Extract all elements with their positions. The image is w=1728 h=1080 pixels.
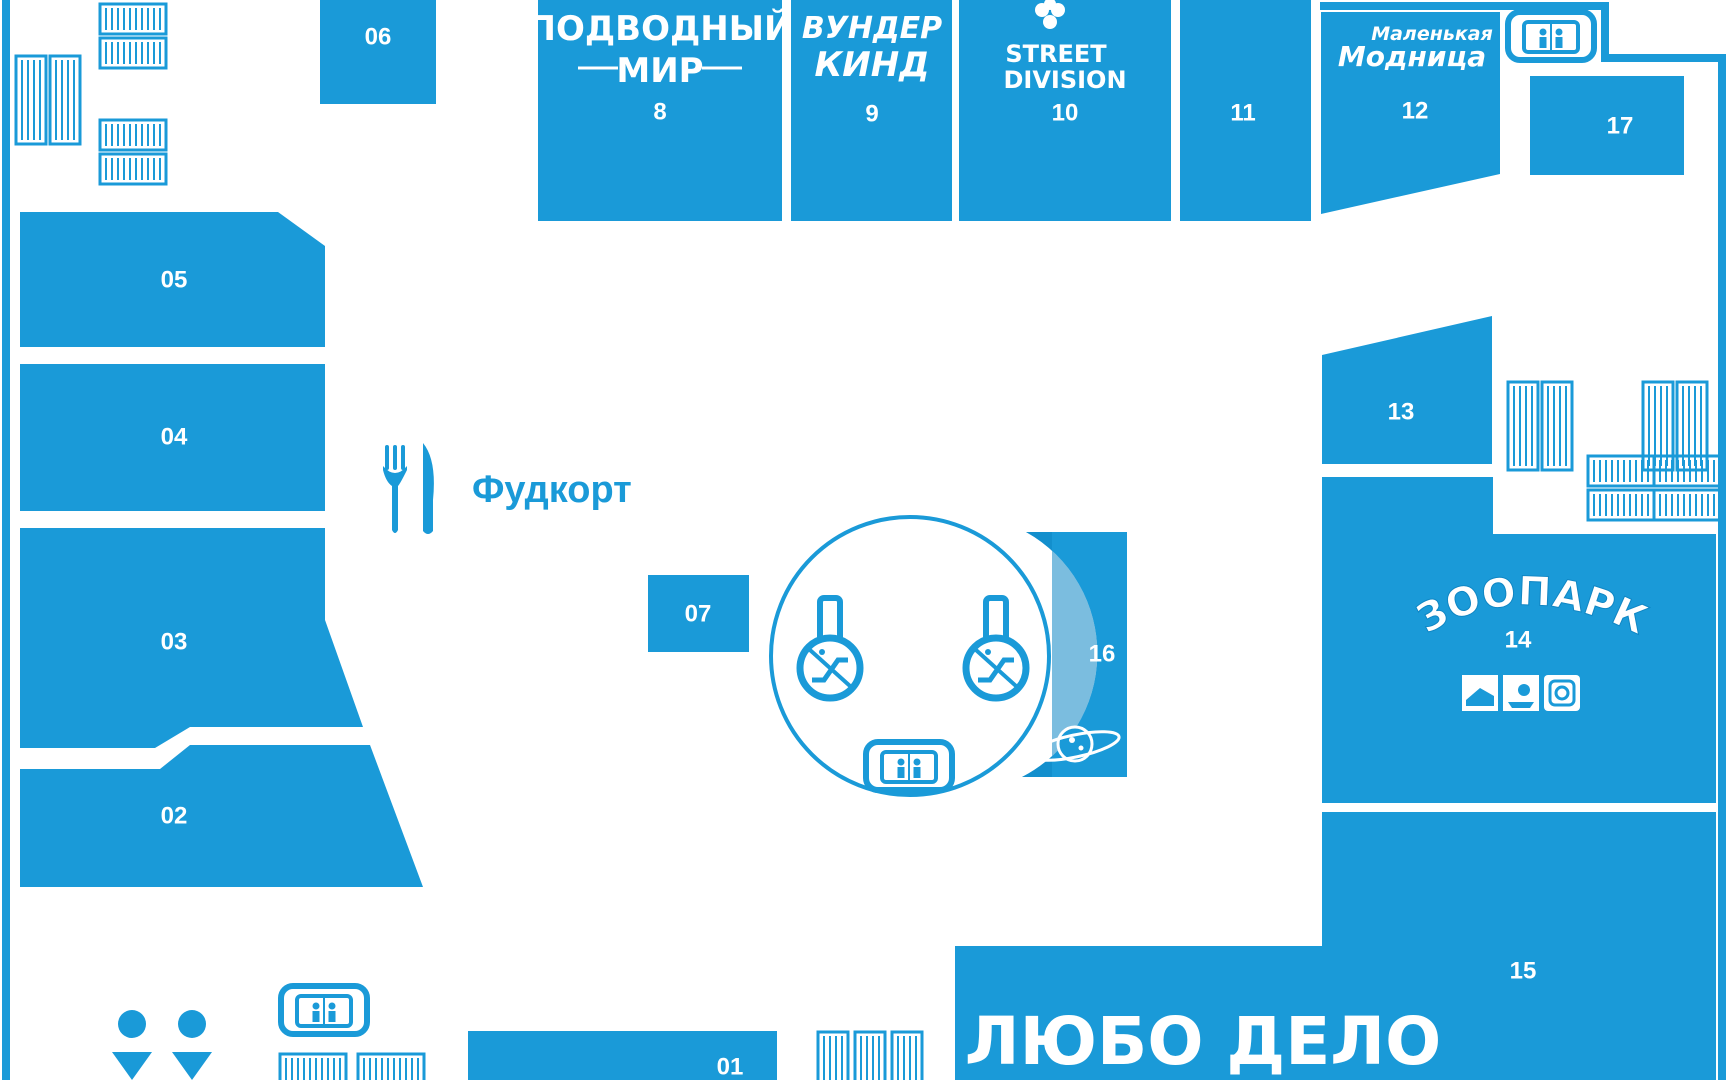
unit-04-number: 04	[161, 423, 188, 450]
unit-09-number: 9	[865, 100, 878, 127]
unit-07[interactable]: 07	[648, 575, 749, 652]
unit-01-number: 01	[717, 1053, 744, 1080]
foodcourt-label: Фудкорт	[472, 469, 632, 511]
unit-15-lubo-delo[interactable]: 15 ЛЮБО ДЕЛО	[955, 812, 1716, 1080]
unit-11[interactable]: 11	[1180, 0, 1311, 221]
unit-15-number: 15	[1510, 957, 1537, 984]
unit-05-number: 05	[161, 266, 188, 293]
unit-09-wunder-kind[interactable]: ВУНДЕР КИНД 9	[791, 0, 952, 221]
unit-14-number: 14	[1505, 626, 1532, 653]
restroom-icon	[112, 1010, 212, 1080]
foodcourt-area[interactable]: Фудкорт	[383, 443, 632, 534]
brand-street-line1: STREET	[1005, 40, 1107, 68]
brand-lubo-delo: ЛЮБО ДЕЛО	[965, 1003, 1441, 1080]
unit-02-number: 02	[161, 802, 188, 829]
unit-17[interactable]: 17	[1530, 76, 1684, 175]
unit-05[interactable]: 05	[20, 212, 325, 347]
unit-14-zoopark[interactable]: ЗООПАРК 14	[1322, 477, 1716, 803]
unit-10-street-division[interactable]: STREET DIVISION 10	[959, 0, 1171, 221]
planet-icon	[1029, 725, 1121, 763]
unit-08-podvodny-mir[interactable]: ПОДВОДНЫЙ МИР 8	[528, 0, 793, 221]
brand-modnitsa-line2: Модница	[1338, 40, 1486, 73]
unit-03-number: 03	[161, 628, 188, 655]
unit-12-malenkaya-modnitsa[interactable]: Маленькая Модница 12	[1321, 12, 1500, 214]
unit-02[interactable]: 02	[20, 745, 423, 887]
brand-podvodny-line2: МИР	[616, 51, 703, 91]
unit-04[interactable]: 04	[20, 364, 325, 511]
unit-16[interactable]: 16	[1022, 532, 1127, 777]
unit-12-number: 12	[1402, 97, 1429, 124]
brand-street-line2: DIVISION	[1003, 66, 1126, 94]
pet-service-icon	[1462, 675, 1539, 711]
clover-logo-icon	[1035, 0, 1065, 29]
elevator-icon	[866, 742, 952, 790]
unit-13-number: 13	[1388, 398, 1415, 425]
brand-wunder-line1: ВУНДЕР	[802, 11, 942, 46]
brand-modnitsa-line1: Маленькая	[1371, 23, 1493, 45]
brand-podvodny-line1: ПОДВОДНЫЙ	[528, 8, 793, 49]
unit-08-number: 8	[653, 98, 666, 125]
unit-16-number: 16	[1089, 640, 1116, 667]
elevator-icon	[1508, 12, 1594, 60]
atrium-circle	[769, 515, 1051, 797]
unit-13[interactable]: 13	[1322, 316, 1492, 464]
unit-10-number: 10	[1052, 99, 1079, 126]
cutlery-icon	[383, 443, 434, 534]
brand-wunder-line2: КИНД	[815, 45, 930, 85]
unit-03[interactable]: 03	[20, 528, 363, 748]
unit-11-number: 11	[1230, 99, 1255, 126]
unit-07-number: 07	[685, 600, 712, 627]
elevator-icon	[281, 986, 367, 1034]
unit-06[interactable]: 06	[320, 0, 436, 104]
unit-06-number: 06	[365, 23, 392, 50]
unit-17-number: 17	[1607, 112, 1634, 139]
unit-01[interactable]: 01	[468, 1031, 777, 1080]
photo-icon	[1544, 675, 1580, 711]
